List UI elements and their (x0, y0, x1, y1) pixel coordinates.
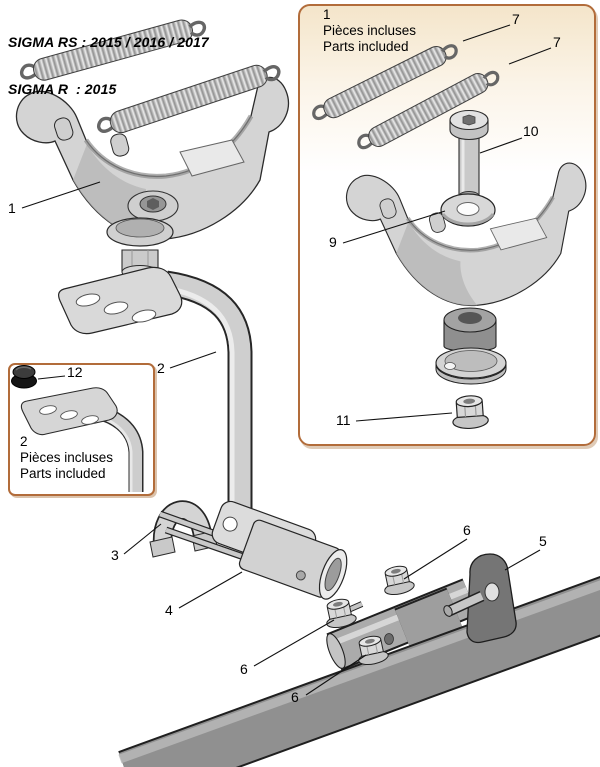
callout-6b: 6 (291, 689, 299, 705)
model-line-1: SIGMA RS : 2015 / 2016 / 2017 (8, 34, 209, 50)
callout-6a: 6 (240, 661, 248, 677)
inset1-text-fr: Pièces incluses (323, 23, 417, 38)
model-header: SIGMA RS : 2015 / 2016 / 2017 SIGMA R : … (8, 4, 209, 128)
callout-3: 3 (111, 547, 119, 563)
inset1-text-en: Parts included (323, 39, 409, 54)
support-tube-2 (58, 266, 253, 538)
callout-6c: 6 (463, 522, 471, 538)
saddle-bracket-1 (16, 77, 288, 239)
rubber-bushing (435, 307, 507, 385)
inset1-springs-7 (312, 44, 500, 150)
rubber-plug-12 (11, 365, 37, 389)
callout-1: 1 (8, 200, 16, 216)
lock-nut-11 (450, 394, 490, 431)
callout-9: 9 (329, 234, 337, 250)
shoulder-bolt-10 (449, 109, 489, 201)
callout-4: 4 (165, 602, 173, 618)
flange-nuts-6 (321, 563, 416, 668)
callout-11: 11 (336, 412, 351, 428)
inset1-caption: 1 Pièces incluses Parts included (323, 7, 416, 55)
washer-boss-9 (440, 193, 496, 227)
inset2-number: 2 (20, 434, 28, 449)
model-line-2: SIGMA R : 2015 (8, 80, 117, 97)
inset1-number: 1 (323, 7, 331, 22)
callout-7a: 7 (512, 11, 520, 27)
inset2-caption: 2 Pièces incluses Parts included (20, 434, 113, 482)
inset2-text-en: Parts included (20, 466, 106, 481)
callout-leader-lines (21, 24, 552, 696)
spring-main-lower (97, 64, 281, 134)
spring-main-upper (20, 19, 206, 81)
callout-12: 12 (67, 364, 83, 380)
callout-7b: 7 (553, 34, 561, 50)
inset2-bracket-arm (20, 387, 144, 492)
rear-tube-assembly (118, 553, 600, 767)
inset2-text-fr: Pièces incluses (20, 450, 114, 465)
callout-5: 5 (539, 533, 547, 549)
callout-10: 10 (523, 123, 539, 139)
pivot-housing-4 (211, 500, 348, 600)
callout-2: 2 (157, 360, 165, 376)
